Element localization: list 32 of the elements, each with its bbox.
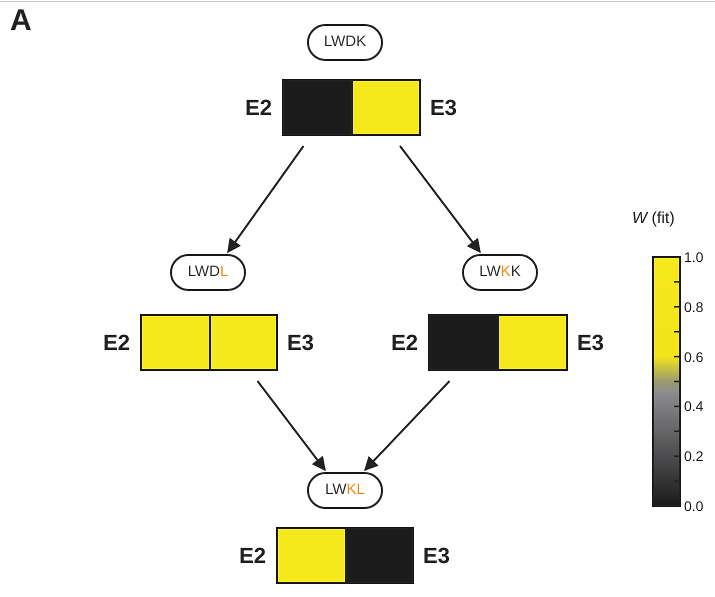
- tick-label: 1.0: [684, 250, 704, 264]
- environment-label: E2: [102, 332, 130, 354]
- environment-label: E2: [390, 332, 418, 354]
- arrow: [364, 380, 450, 472]
- environment-label: E3: [430, 96, 457, 118]
- heatmap-cell: [140, 314, 211, 371]
- heatmap-cell: [282, 79, 353, 136]
- arrow: [227, 145, 304, 254]
- heatmap-cell: [428, 314, 499, 371]
- heatmap-cell: [209, 314, 278, 371]
- panel-letter: A: [10, 6, 32, 36]
- tick-label: 0.8: [684, 300, 704, 314]
- heatmap-cell: [345, 527, 414, 584]
- genotype-pill: LWDL: [170, 254, 246, 291]
- environment-label: E3: [577, 332, 604, 354]
- tick-label: 0.4: [684, 399, 704, 414]
- arrow: [256, 380, 326, 472]
- colorbar-title: W (fit): [632, 209, 675, 229]
- genotype-pill: LWKK: [462, 254, 538, 291]
- tick-label: 0.2: [684, 449, 704, 464]
- environment-label: E3: [423, 544, 450, 566]
- heatmap-cell: [497, 314, 568, 371]
- tick-label: 0.0: [684, 499, 704, 513]
- environment-label: E2: [238, 544, 266, 566]
- heatmap-cell: [276, 527, 347, 584]
- environment-label: E2: [244, 96, 272, 118]
- arrow: [399, 145, 481, 254]
- genotype-pill: LWKL: [307, 472, 383, 509]
- tick-label: 0.6: [684, 350, 704, 364]
- genotype-pill: LWDK: [307, 24, 383, 61]
- heatmap-cell: [351, 79, 421, 136]
- environment-label: E3: [287, 332, 314, 354]
